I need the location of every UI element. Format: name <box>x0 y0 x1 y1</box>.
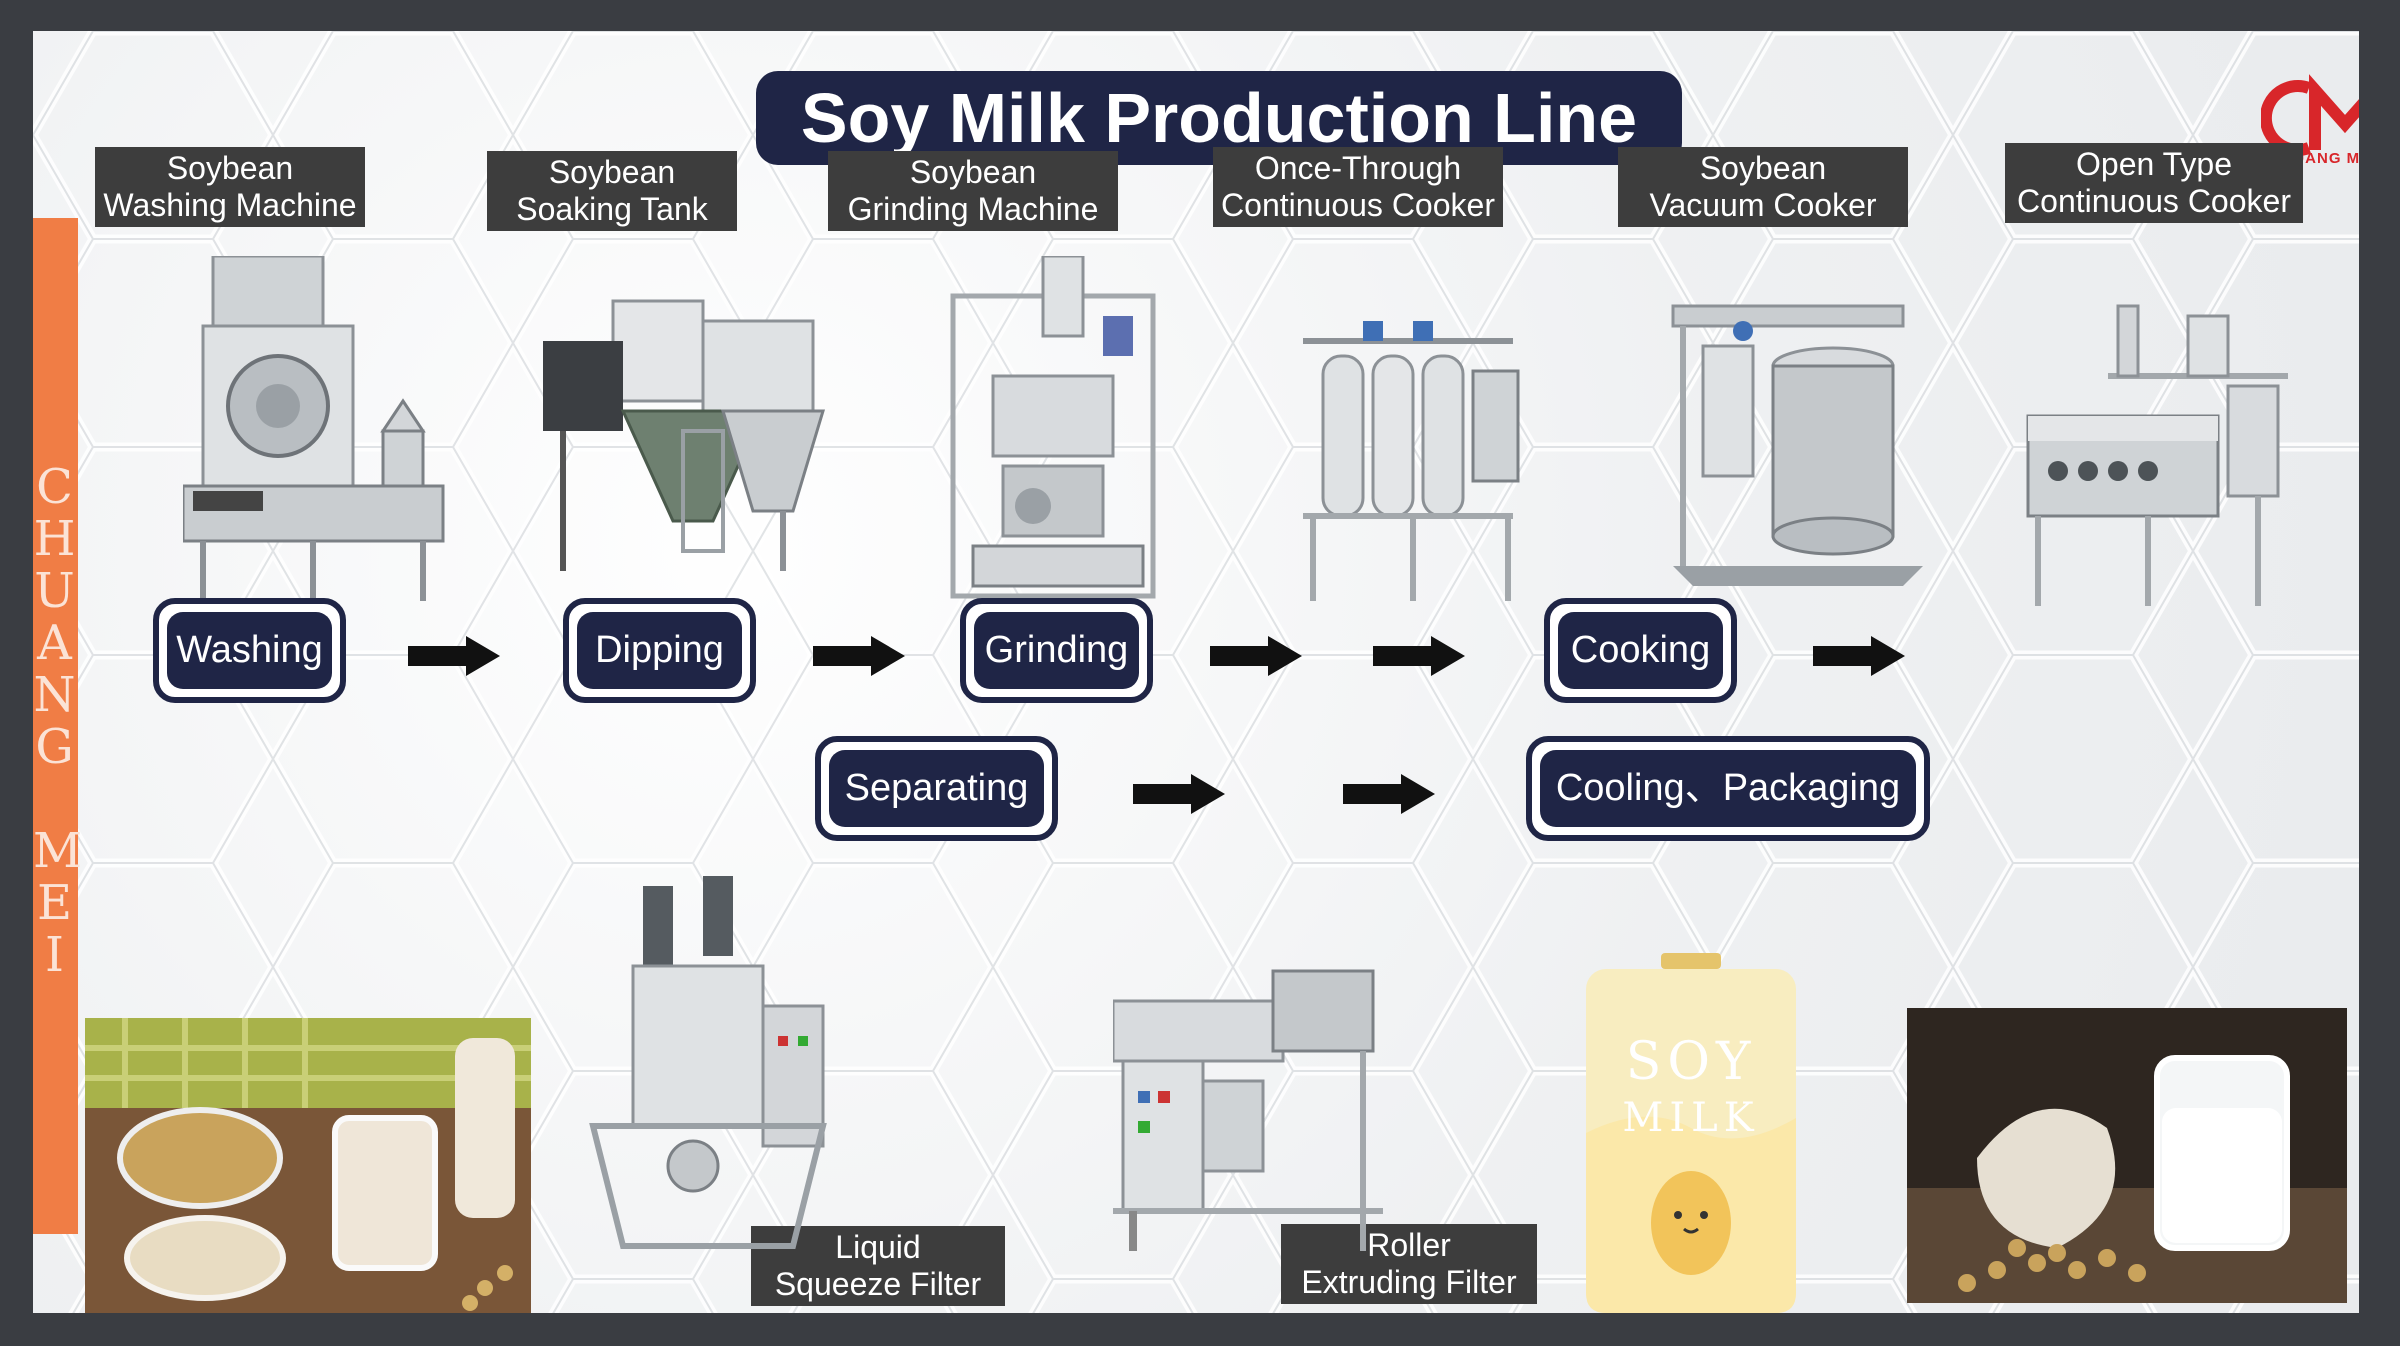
roller-filter-image <box>1113 969 1383 1251</box>
grinding-machine-image <box>950 256 1156 599</box>
brand-side-band <box>33 218 78 1234</box>
step-cooking: Cooking <box>1544 598 1737 703</box>
washing-machine-image <box>183 256 445 601</box>
arrow-right-icon <box>1813 636 1905 676</box>
arrow-right-icon <box>813 636 905 676</box>
step-dipping: Dipping <box>563 598 756 703</box>
arrow-right-icon <box>408 636 500 676</box>
arrow-right-icon <box>1373 636 1465 676</box>
once-through-cooker-image <box>1303 321 1520 601</box>
step-washing: Washing <box>153 598 346 703</box>
soy-milk-package-illustration <box>1586 953 1796 1313</box>
arrow-right-icon <box>1343 774 1435 814</box>
step-separating: Separating <box>815 736 1058 841</box>
package-label: SOY MILK <box>1622 1032 1760 1141</box>
soybean-milk-photo-right <box>1907 1008 2347 1303</box>
step-grinding: Grinding <box>960 598 1153 703</box>
squeeze-filter-image <box>589 876 827 1249</box>
open-type-cooker-image <box>2026 304 2288 606</box>
arrow-right-icon <box>1133 774 1225 814</box>
arrow-right-icon <box>1210 636 1302 676</box>
step-cooling-packaging: Cooling、Packaging <box>1526 736 1930 841</box>
soaking-tank-image <box>543 299 826 571</box>
vacuum-cooker-image <box>1671 304 1923 586</box>
soybean-milk-photo-left <box>85 1018 531 1313</box>
